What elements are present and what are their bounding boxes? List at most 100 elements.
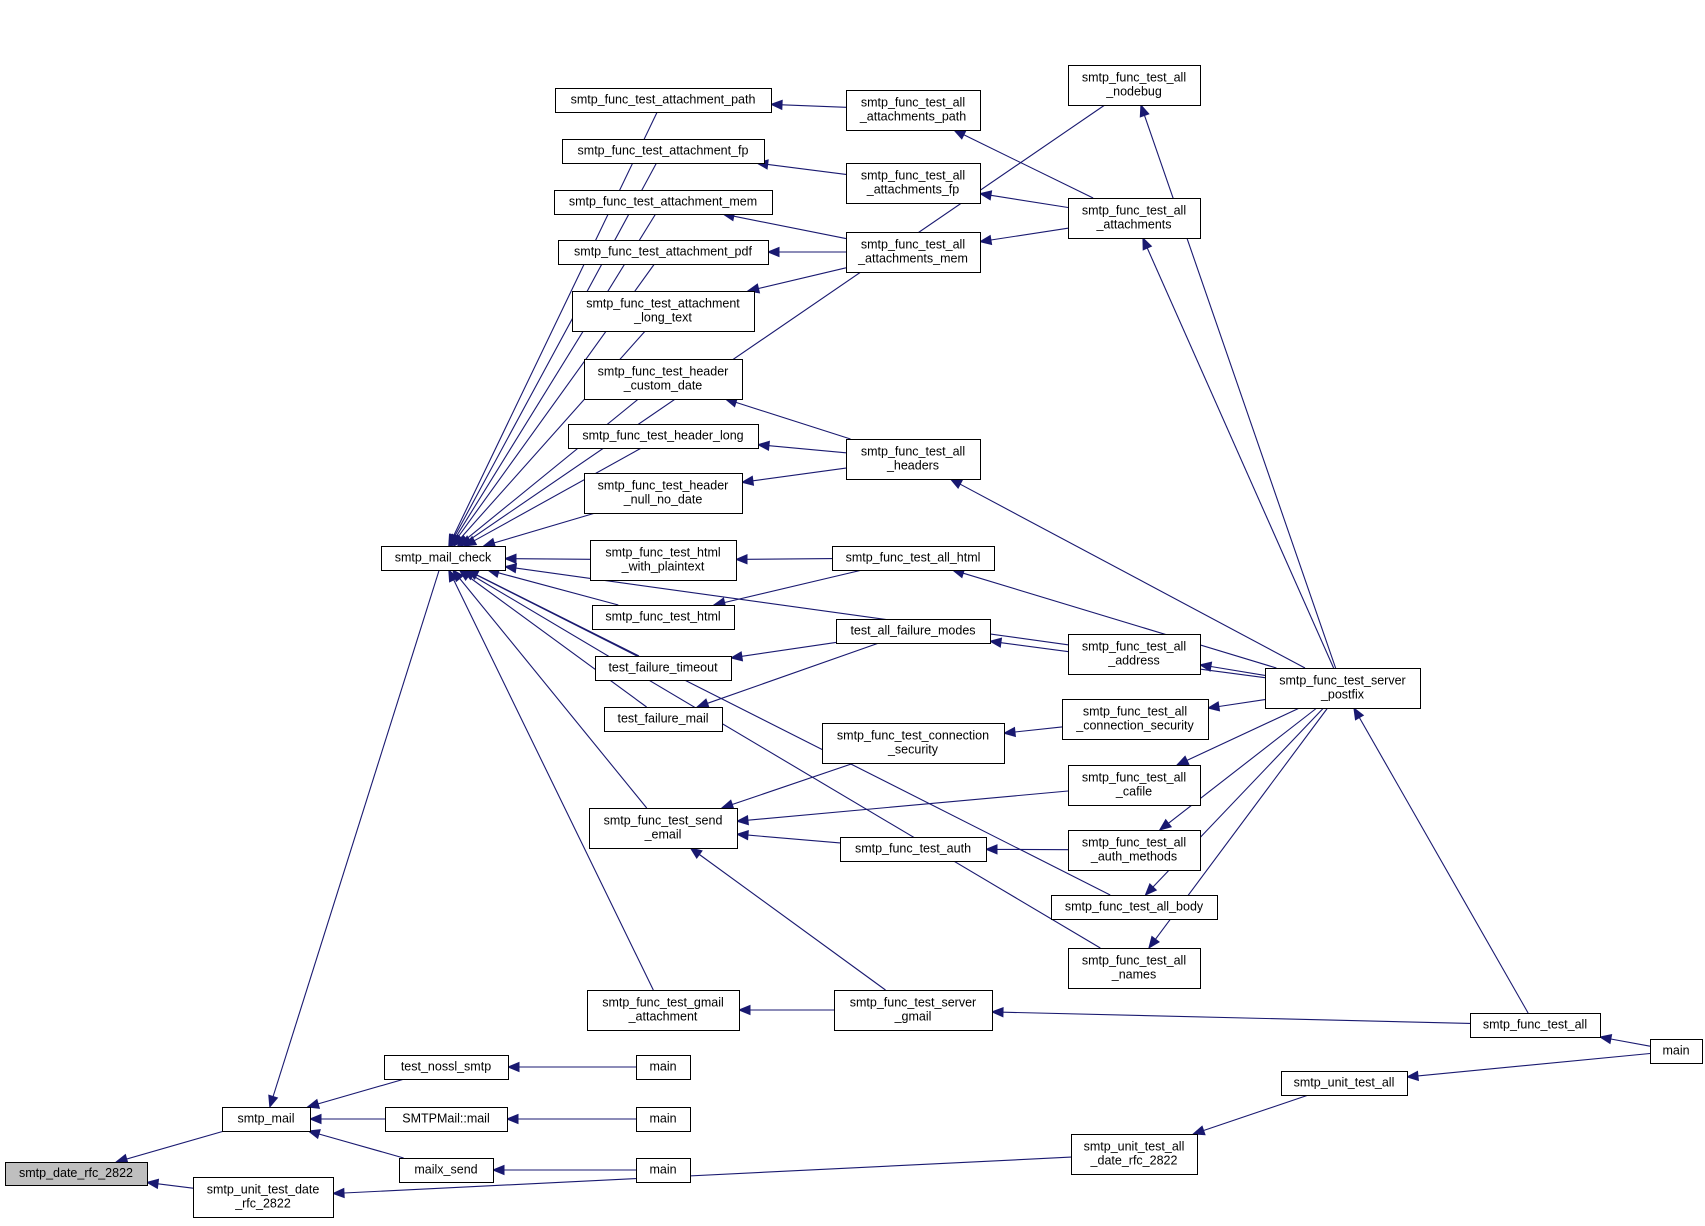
arrowhead-all_attachments-to-all_att_fp xyxy=(978,190,993,201)
node-func_all[interactable]: smtp_func_test_all xyxy=(1470,1013,1601,1038)
node-box-all_auth xyxy=(1068,830,1201,871)
node-fail_mail[interactable]: test_failure_mail xyxy=(604,707,723,732)
node-label-hdr_custom-1: _custom_date xyxy=(623,379,703,393)
arrowhead-gmail_att-to-mail_check xyxy=(448,568,459,583)
node-label-auth-0: smtp_func_test_auth xyxy=(855,842,971,856)
node-html_plain[interactable]: smtp_func_test_html_with_plaintext xyxy=(590,540,737,581)
arrowhead-server_postfix-to-all_names xyxy=(1148,935,1160,950)
arrowhead-server_postfix-to-all_conn_sec xyxy=(1206,701,1221,712)
node-att_mem[interactable]: smtp_func_test_attachment_mem xyxy=(554,190,773,215)
node-label-server_gmail-1: _gmail xyxy=(894,1010,932,1024)
node-box-all_conn_sec xyxy=(1062,699,1209,740)
node-box-all_body xyxy=(1051,895,1218,920)
node-att_long[interactable]: smtp_func_test_attachment_long_text xyxy=(572,291,755,332)
node-unit_date[interactable]: smtp_unit_test_date_rfc_2822 xyxy=(193,1177,334,1218)
node-box-mailx xyxy=(399,1158,494,1183)
node-all_fail[interactable]: test_all_failure_modes xyxy=(836,619,991,644)
edge-gmail_att-to-mail_check xyxy=(453,579,654,991)
node-hdr_null[interactable]: smtp_func_test_header_null_no_date xyxy=(584,473,743,514)
arrowhead-conn_sec-to-send_email xyxy=(720,799,735,810)
node-att_path[interactable]: smtp_func_test_attachment_path xyxy=(555,88,772,113)
edge-hdr_null-to-mail_check xyxy=(494,512,596,544)
node-nossl[interactable]: test_nossl_smtp xyxy=(384,1055,509,1080)
edge-att_mem-to-mail_check xyxy=(455,213,657,537)
node-label-att_long-1: _long_text xyxy=(633,311,692,325)
node-label-send_email-1: _email xyxy=(644,828,682,842)
arrowhead-server_postfix-to-all_auth xyxy=(1158,818,1173,831)
node-hdr_long[interactable]: smtp_func_test_header_long xyxy=(568,424,759,449)
node-box-att_long xyxy=(572,291,755,332)
arrowhead-unit_date-to-root xyxy=(145,1178,160,1190)
node-all_body[interactable]: smtp_func_test_all_body xyxy=(1051,895,1218,920)
node-all_att_path[interactable]: smtp_func_test_all_attachments_path xyxy=(846,90,981,131)
node-label-all_fail-0: test_all_failure_modes xyxy=(850,624,975,638)
node-all_nodebug[interactable]: smtp_func_test_all_nodebug xyxy=(1068,65,1201,106)
node-all_names[interactable]: smtp_func_test_all_names xyxy=(1068,948,1201,989)
node-html[interactable]: smtp_func_test_html xyxy=(592,605,735,630)
node-mailx[interactable]: mailx_send xyxy=(399,1158,494,1183)
node-label-gmail_att-1: _attachment xyxy=(628,1010,698,1024)
node-root[interactable]: smtp_date_rfc_2822 xyxy=(5,1162,148,1186)
node-box-send_email xyxy=(589,808,738,849)
node-unit_all_date[interactable]: smtp_unit_test_all_date_rfc_2822 xyxy=(1071,1134,1198,1175)
node-all_cafile[interactable]: smtp_func_test_all_cafile xyxy=(1068,765,1201,806)
edge-all_attachments-to-all_att_fp xyxy=(990,194,1069,209)
node-label-all_auth-1: _auth_methods xyxy=(1090,850,1177,864)
edge-html-to-mail_check xyxy=(498,572,619,606)
edge-all_attachments-to-all_att_mem xyxy=(990,227,1069,241)
node-server_postfix[interactable]: smtp_func_test_server_postfix xyxy=(1265,668,1421,709)
node-main_smtpmail[interactable]: main xyxy=(636,1107,691,1132)
node-label-server_postfix-1: _postfix xyxy=(1320,688,1365,702)
edge-server_postfix-to-all_html xyxy=(963,572,1277,669)
node-send_email[interactable]: smtp_func_test_send_email xyxy=(589,808,738,849)
node-mail_check[interactable]: smtp_mail_check xyxy=(381,546,506,571)
node-label-all_conn_sec-0: smtp_func_test_all xyxy=(1083,705,1187,719)
node-hdr_custom[interactable]: smtp_func_test_header_custom_date xyxy=(584,359,743,400)
node-label-hdr_null-0: smtp_func_test_header xyxy=(598,479,729,493)
node-label-att_long-0: smtp_func_test_attachment xyxy=(586,297,740,311)
node-main_nossl[interactable]: main xyxy=(636,1055,691,1080)
arrowhead-unit_all_date-to-unit_date xyxy=(331,1187,345,1199)
node-box-all_address xyxy=(1068,634,1201,675)
node-gmail_att[interactable]: smtp_func_test_gmail_attachment xyxy=(587,990,740,1031)
node-main_final[interactable]: main xyxy=(1650,1039,1703,1064)
node-all_auth[interactable]: smtp_func_test_all_auth_methods xyxy=(1068,830,1201,871)
node-smtp_mail[interactable]: smtp_mail xyxy=(222,1107,311,1132)
node-smtpmail[interactable]: SMTPMail::mail xyxy=(385,1107,508,1132)
node-box-all_att_path xyxy=(846,90,981,131)
edge-unit_date-to-root xyxy=(157,1183,194,1189)
node-label-all_auth-0: smtp_func_test_all xyxy=(1082,836,1186,850)
node-all_conn_sec[interactable]: smtp_func_test_all_connection_security xyxy=(1062,699,1209,740)
arrowhead-all_cafile-to-send_email xyxy=(735,815,749,826)
node-box-all_names xyxy=(1068,948,1201,989)
node-fail_timeout[interactable]: test_failure_timeout xyxy=(595,656,732,681)
node-all_html[interactable]: smtp_func_test_all_html xyxy=(832,546,995,571)
node-label-all_att_fp-0: smtp_func_test_all xyxy=(861,169,965,183)
node-unit_all[interactable]: smtp_unit_test_all xyxy=(1281,1071,1408,1096)
node-label-gmail_att-0: smtp_func_test_gmail xyxy=(602,996,724,1010)
node-all_headers[interactable]: smtp_func_test_all_headers xyxy=(846,439,981,480)
edge-all_cafile-to-send_email xyxy=(747,790,1069,821)
node-auth[interactable]: smtp_func_test_auth xyxy=(840,837,987,862)
node-all_att_mem[interactable]: smtp_func_test_all_attachments_mem xyxy=(846,232,981,273)
edge-conn_sec-to-send_email xyxy=(732,762,855,806)
edge-mail_check-to-smtp_mail xyxy=(272,569,440,1097)
node-all_att_fp[interactable]: smtp_func_test_all_attachments_fp xyxy=(846,163,981,204)
node-server_gmail[interactable]: smtp_func_test_server_gmail xyxy=(834,990,993,1031)
node-all_attachments[interactable]: smtp_func_test_all_attachments xyxy=(1068,198,1201,239)
node-all_address[interactable]: smtp_func_test_all_address xyxy=(1068,634,1201,675)
node-label-all_address-1: _address xyxy=(1107,654,1159,668)
edge-fail_mail-to-mail_check xyxy=(467,576,647,708)
edge-hdr_custom-to-mail_check xyxy=(465,398,639,540)
node-label-all_conn_sec-1: _connection_security xyxy=(1075,719,1194,733)
node-box-fail_timeout xyxy=(595,656,732,681)
node-conn_sec[interactable]: smtp_func_test_connection_security xyxy=(822,723,1005,764)
arrowhead-all_headers-to-hdr_null xyxy=(740,475,755,486)
node-box-main_final xyxy=(1650,1039,1703,1064)
node-att_fp[interactable]: smtp_func_test_attachment_fp xyxy=(562,139,765,164)
node-box-server_postfix xyxy=(1265,668,1421,709)
node-main_mailx[interactable]: main xyxy=(636,1158,691,1183)
node-att_pdf[interactable]: smtp_func_test_attachment_pdf xyxy=(558,240,769,265)
arrowhead-server_postfix-to-all_address xyxy=(1198,661,1213,672)
node-label-send_email-0: smtp_func_test_send xyxy=(604,814,723,828)
